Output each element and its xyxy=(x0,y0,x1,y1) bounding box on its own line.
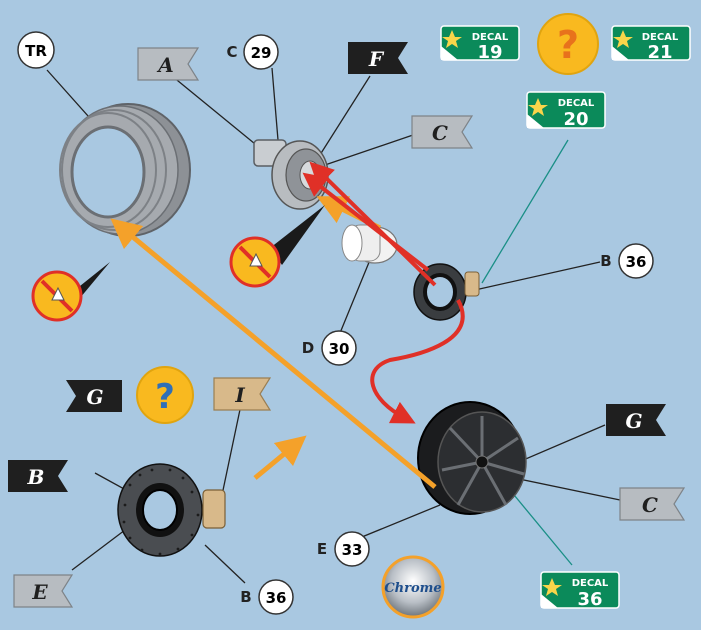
svg-text:DECAL: DECAL xyxy=(558,98,595,109)
decal-36: DECAL 36 xyxy=(540,571,620,610)
chrome-badge: Chrome xyxy=(381,555,445,619)
svg-text:21: 21 xyxy=(647,42,672,63)
no-grease-icon-center xyxy=(229,205,325,288)
svg-text:30: 30 xyxy=(329,340,350,358)
flag-f: F xyxy=(348,42,408,74)
svg-text:36: 36 xyxy=(626,253,647,271)
tire xyxy=(59,103,191,237)
svg-text:33: 33 xyxy=(342,541,363,559)
callout-b36-top: B 36 xyxy=(600,243,654,279)
svg-text:36: 36 xyxy=(266,589,287,607)
svg-text:?: ? xyxy=(557,23,579,67)
svg-text:29: 29 xyxy=(251,44,272,62)
svg-text:TR: TR xyxy=(25,42,47,60)
svg-text:F: F xyxy=(368,47,385,71)
flag-b: B xyxy=(8,460,68,492)
caliper-bracket xyxy=(253,139,329,210)
callout-d30: D 30 xyxy=(302,330,357,366)
svg-text:E: E xyxy=(317,540,327,558)
piston xyxy=(341,224,398,264)
flag-i: I xyxy=(213,377,272,411)
svg-text:36: 36 xyxy=(577,589,602,610)
svg-text:20: 20 xyxy=(563,109,588,130)
svg-text:C: C xyxy=(642,493,658,517)
red-arrows xyxy=(302,161,465,424)
svg-text:C: C xyxy=(432,121,448,145)
question-icon-left: ? xyxy=(136,366,194,424)
svg-text:B: B xyxy=(240,588,251,606)
flag-a: A xyxy=(137,47,200,81)
flag-e: E xyxy=(13,574,74,608)
large-brake-disc xyxy=(117,463,226,557)
flag-c-top: C xyxy=(411,115,474,149)
flag-g-right: G xyxy=(606,404,666,436)
flag-g-left: G xyxy=(66,380,122,412)
svg-text:DECAL: DECAL xyxy=(572,578,609,589)
no-grease-icon-left xyxy=(31,262,110,322)
svg-text:B: B xyxy=(600,252,611,270)
decal-21: DECAL 21 xyxy=(611,25,691,63)
callout-c29: C 29 xyxy=(226,34,279,70)
svg-text:I: I xyxy=(234,383,245,407)
svg-text:E: E xyxy=(31,580,48,604)
svg-text:C: C xyxy=(226,43,237,61)
svg-text:DECAL: DECAL xyxy=(642,32,679,43)
flag-c-right: C xyxy=(619,487,686,521)
question-icon-top: ? xyxy=(537,13,599,75)
svg-text:19: 19 xyxy=(477,42,502,63)
svg-text:?: ? xyxy=(155,377,175,417)
svg-text:Chrome: Chrome xyxy=(384,581,441,596)
wheel xyxy=(417,401,527,515)
callout-tire: TR xyxy=(17,31,55,69)
callout-e33: E 33 xyxy=(317,531,370,567)
svg-text:D: D xyxy=(302,339,314,357)
svg-text:B: B xyxy=(27,465,45,489)
decal-19: DECAL 19 xyxy=(440,25,520,63)
svg-text:A: A xyxy=(156,53,174,77)
svg-text:G: G xyxy=(625,409,642,433)
decal-20: DECAL 20 xyxy=(526,91,606,130)
callout-b36-bottom: B 36 xyxy=(240,579,294,615)
svg-text:G: G xyxy=(86,385,103,409)
svg-text:DECAL: DECAL xyxy=(472,32,509,43)
